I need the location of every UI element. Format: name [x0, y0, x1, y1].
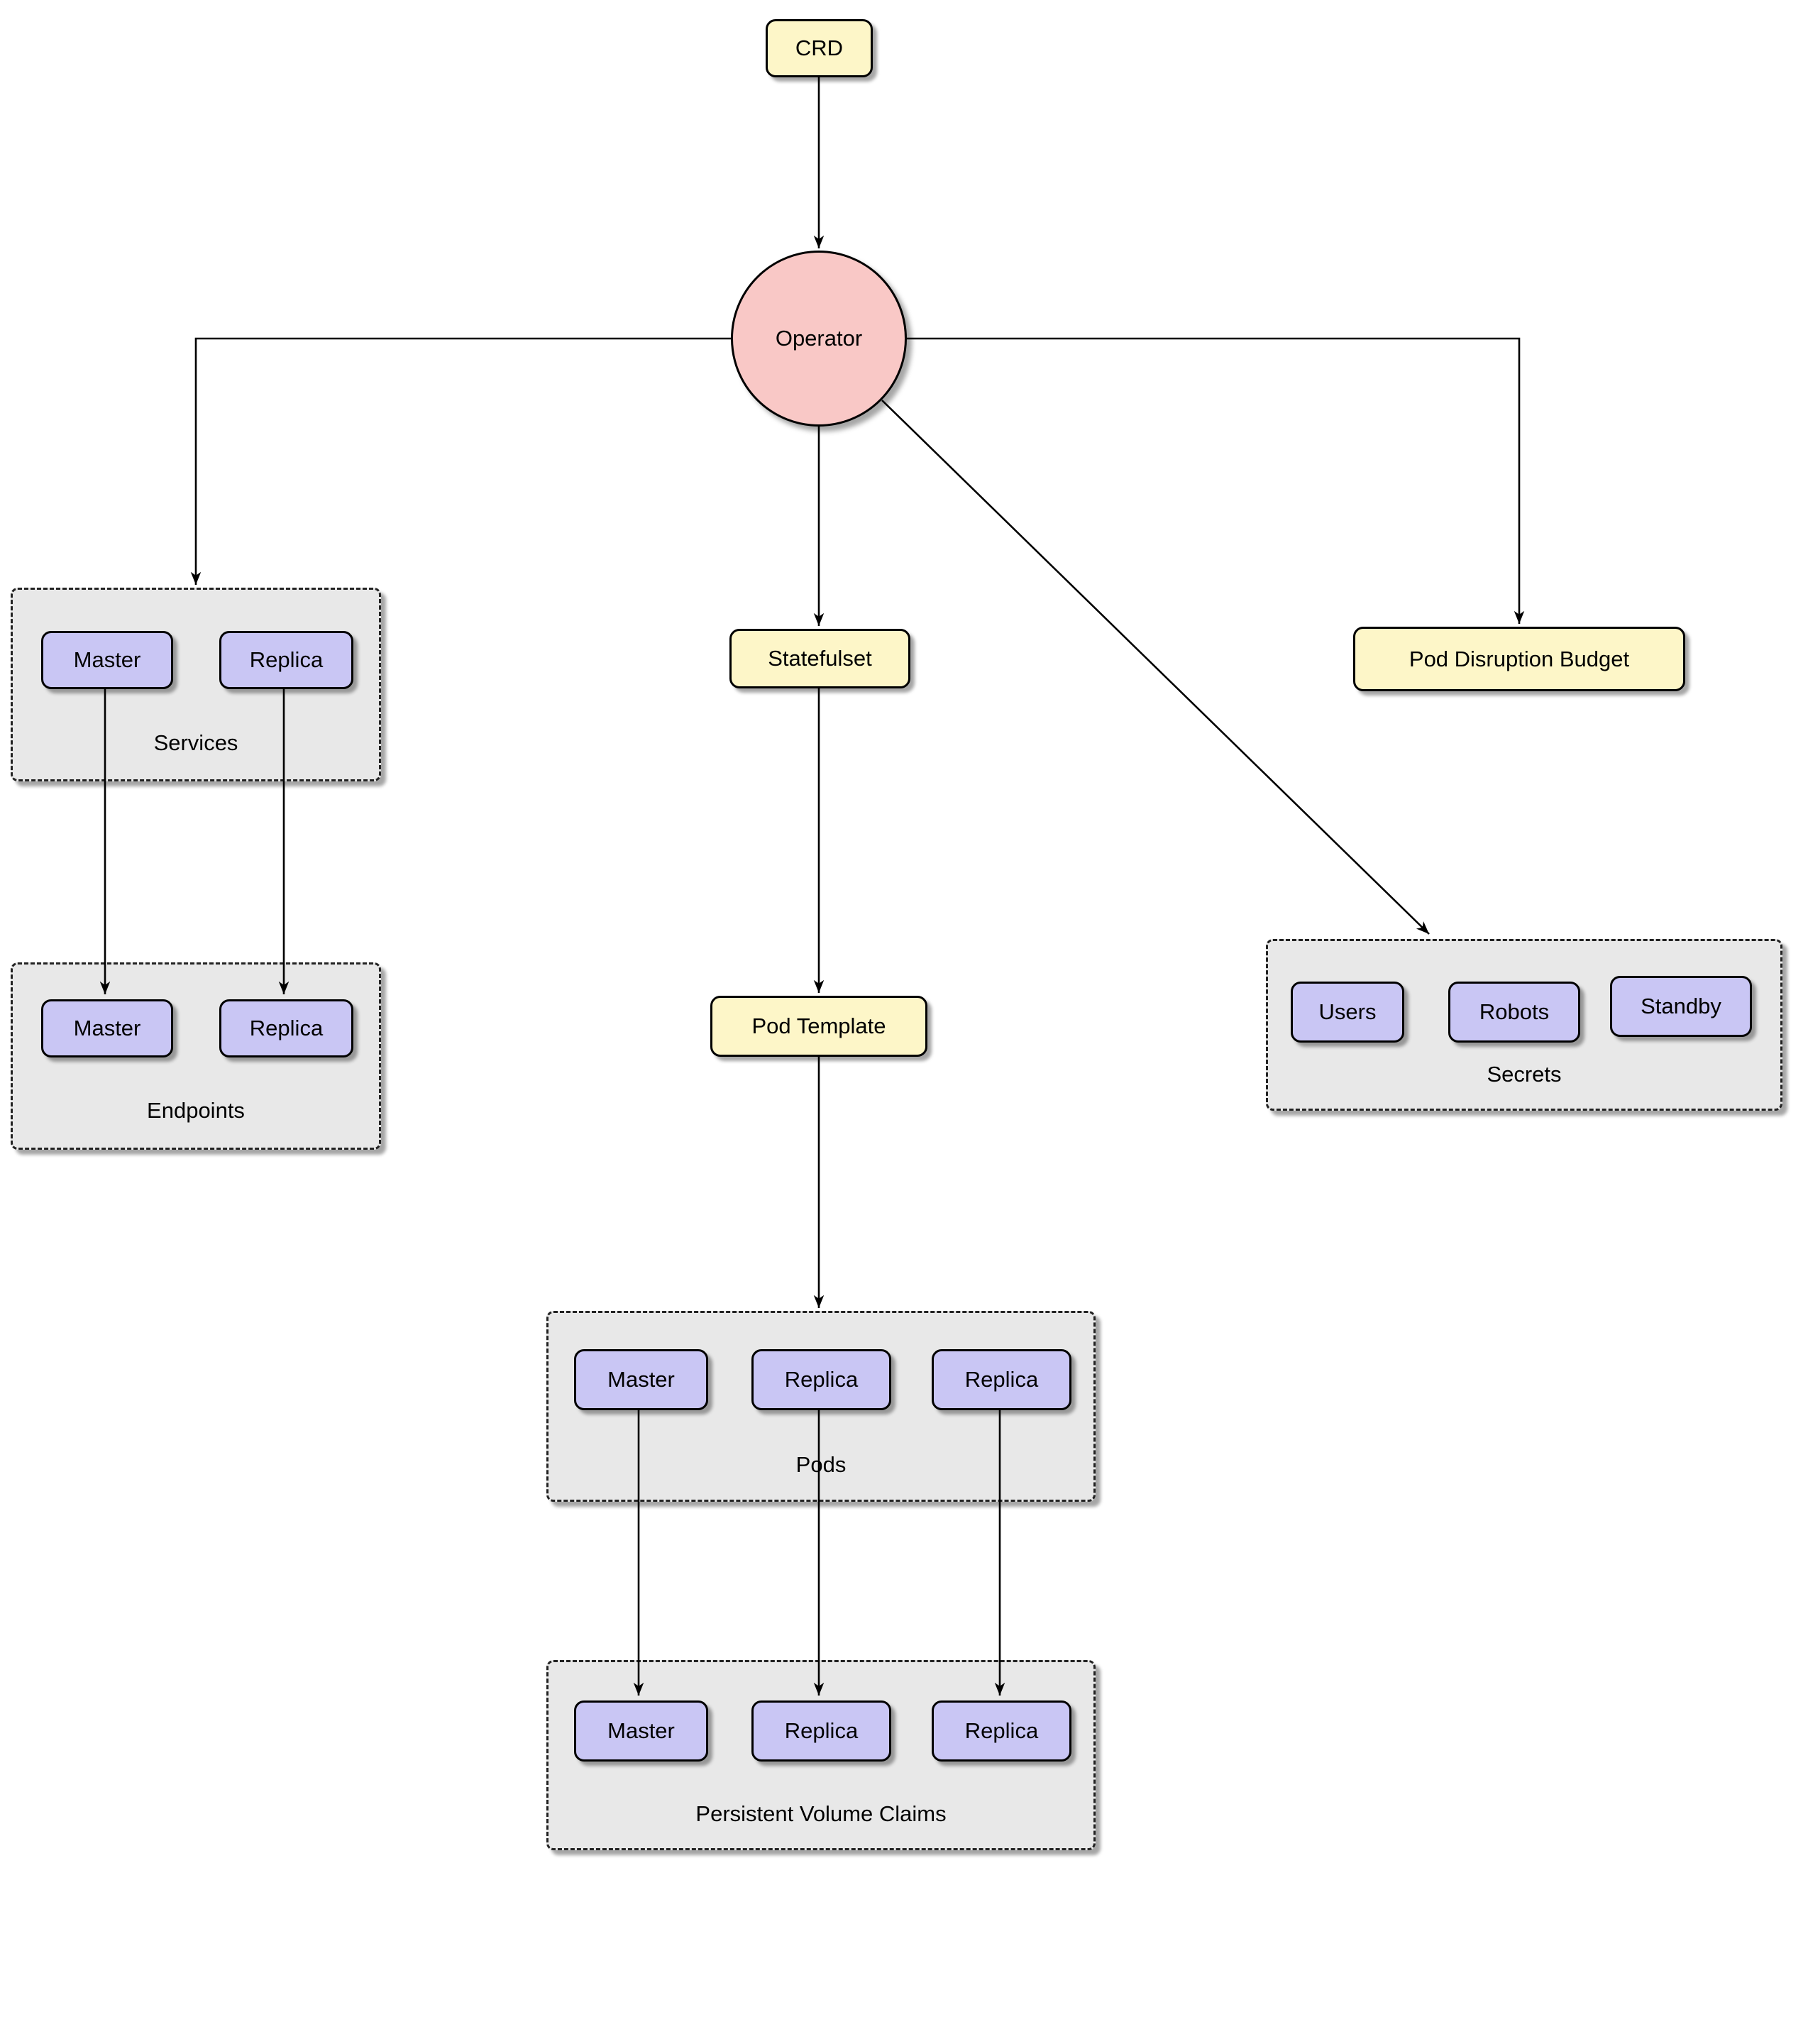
- box-endpoints-replica: Replica: [219, 999, 353, 1057]
- group-services: Master Replica Services: [11, 588, 381, 781]
- edge-operator-secrets: [881, 400, 1430, 935]
- node-statefulset-label: Statefulset: [768, 646, 872, 671]
- box-pods-master: Master: [574, 1349, 708, 1410]
- group-secrets: Users Robots Standby Secrets: [1266, 939, 1782, 1111]
- group-endpoints-label: Endpoints: [147, 1098, 245, 1123]
- box-secrets-standby: Standby: [1610, 976, 1752, 1037]
- box-secrets-robots: Robots: [1448, 982, 1580, 1043]
- node-pod-template: Pod Template: [710, 996, 927, 1057]
- box-endpoints-master: Master: [41, 999, 173, 1057]
- box-endpoints-replica-label: Replica: [249, 1016, 324, 1040]
- box-pods-master-label: Master: [607, 1367, 675, 1392]
- group-pods: Master Replica Replica Pods: [546, 1311, 1096, 1502]
- box-services-replica-label: Replica: [249, 647, 324, 672]
- box-pods-replica-1-label: Replica: [784, 1367, 859, 1392]
- box-endpoints-master-label: Master: [73, 1016, 141, 1040]
- edge-operator-services: [190, 337, 731, 585]
- box-services-master: Master: [41, 631, 173, 689]
- box-pvc-replica-2: Replica: [932, 1700, 1071, 1762]
- box-pvc-replica-2-label: Replica: [964, 1718, 1039, 1743]
- node-crd: CRD: [766, 19, 873, 77]
- box-pvc-master-label: Master: [607, 1718, 675, 1743]
- group-persistent-volume-claims-label: Persistent Volume Claims: [695, 1801, 947, 1826]
- node-pod-template-label: Pod Template: [751, 1013, 886, 1038]
- box-services-master-label: Master: [73, 647, 141, 672]
- box-secrets-robots-label: Robots: [1479, 999, 1550, 1024]
- box-pvc-replica-1: Replica: [751, 1700, 891, 1762]
- box-pvc-replica-1-label: Replica: [784, 1718, 859, 1743]
- node-operator-label: Operator: [775, 326, 863, 351]
- box-secrets-users: Users: [1291, 982, 1404, 1043]
- box-services-replica: Replica: [219, 631, 353, 689]
- node-operator: Operator: [731, 251, 907, 427]
- node-crd-label: CRD: [795, 35, 844, 60]
- node-statefulset: Statefulset: [729, 629, 910, 688]
- edge-operator-pod-disruption-budget: [907, 337, 1525, 624]
- box-secrets-users-label: Users: [1318, 999, 1377, 1024]
- group-services-label: Services: [153, 730, 238, 755]
- group-endpoints: Master Replica Endpoints: [11, 962, 381, 1150]
- box-pods-replica-1: Replica: [751, 1349, 891, 1410]
- box-secrets-standby-label: Standby: [1641, 994, 1721, 1018]
- node-pod-disruption-budget-label: Pod Disruption Budget: [1409, 646, 1630, 671]
- node-pod-disruption-budget: Pod Disruption Budget: [1353, 627, 1685, 691]
- group-pods-label: Pods: [795, 1452, 847, 1477]
- box-pvc-master: Master: [574, 1700, 708, 1762]
- group-secrets-label: Secrets: [1487, 1062, 1562, 1087]
- box-pods-replica-2: Replica: [932, 1349, 1071, 1410]
- box-pods-replica-2-label: Replica: [964, 1367, 1039, 1392]
- group-persistent-volume-claims: Master Replica Replica Persistent Volume…: [546, 1660, 1096, 1850]
